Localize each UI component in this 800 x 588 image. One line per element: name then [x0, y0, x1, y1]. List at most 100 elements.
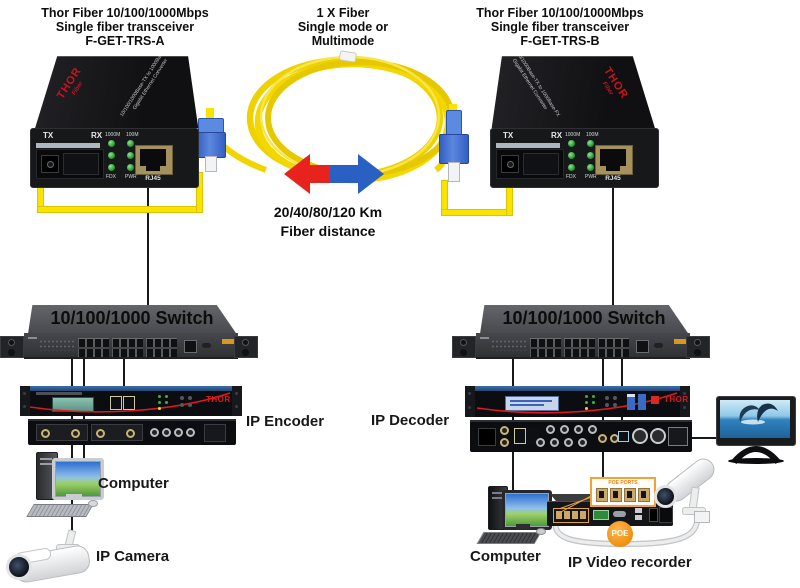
- lcd-text-line: [510, 400, 552, 402]
- pwr-label: PWR: [125, 174, 137, 180]
- fiber-port-label-strip: [36, 143, 100, 148]
- switch-left-top: 10/100/1000 Switch: [28, 305, 236, 333]
- fiber-port-hole: [507, 161, 514, 168]
- led: [108, 140, 115, 147]
- rack-ear: [0, 336, 24, 358]
- transceiver-b-title-line3: F-GET-TRS-B: [520, 34, 600, 48]
- power-switch: [649, 508, 658, 522]
- bnc-connector: [150, 428, 159, 437]
- unit-blue-edge: [465, 386, 690, 391]
- bnc-connector: [162, 428, 171, 437]
- ip-encoder-label: IP Encoder: [246, 413, 325, 430]
- monitor-screen: [720, 400, 790, 438]
- screw-holes: [242, 339, 249, 346]
- port-group: [146, 338, 177, 358]
- mouse: [88, 500, 98, 507]
- fiber-title-line2: Single mode or: [297, 20, 389, 34]
- bnc-connector: [560, 425, 569, 434]
- drive-bays: [40, 458, 52, 460]
- switch-right: 10/100/1000 Switch: [452, 300, 710, 360]
- poe-port: [638, 488, 650, 502]
- computer-left-image: [8, 450, 104, 522]
- db9-port: [613, 511, 626, 517]
- status-leds: [585, 395, 588, 398]
- option-cards: [627, 394, 635, 410]
- encoder-front-unit: THOR: [20, 386, 242, 416]
- switch-left-front: [24, 333, 238, 359]
- computer-left-label: Computer: [98, 475, 169, 492]
- keyboard: [476, 532, 542, 544]
- fdx-label: FDX: [106, 174, 116, 180]
- cable-tie: [339, 50, 357, 63]
- media-converter-a-top: THOR Fiber 10/100/1000Base-TX to 1000Bas…: [35, 56, 199, 128]
- side-text-line1: 10/100/1000Base-TX to 1000Base-FX: [509, 43, 562, 118]
- screw-hole: [683, 406, 686, 409]
- sc-body: [196, 132, 226, 158]
- nav-buttons: [180, 396, 184, 400]
- fiber-jumper-a-across: [37, 206, 203, 213]
- bnc-connector: [578, 438, 587, 447]
- camera-junction-box: [694, 511, 710, 523]
- switch-logo: [480, 337, 489, 339]
- screw-hole: [235, 405, 238, 408]
- pwr-label: PWR: [585, 174, 597, 180]
- nav-buttons: [605, 396, 609, 400]
- rx-label: RX: [551, 131, 563, 140]
- ip-camera-image: [4, 529, 99, 586]
- mouse: [536, 528, 546, 535]
- rj45-port: [135, 145, 173, 175]
- bnc-connector: [41, 429, 50, 438]
- transceiver-a-title: Thor Fiber 10/100/1000Mbps Single fiber …: [25, 6, 225, 48]
- module-slot: [91, 424, 143, 441]
- rack-ear: [234, 336, 258, 358]
- rj45-jack: [140, 149, 166, 166]
- screw-hole: [235, 392, 238, 395]
- screw-hole: [23, 405, 26, 408]
- switch-led-grid: [39, 339, 75, 351]
- switch-left-label: 10/100/1000 Switch: [50, 308, 214, 328]
- encoder-rj45-port: [110, 396, 122, 410]
- power-inlet: [668, 427, 688, 446]
- side-text-line2: Gigabit Ethernet Converter: [511, 57, 549, 111]
- port-group: [112, 338, 143, 358]
- poe-port: [610, 488, 622, 502]
- led: [127, 164, 134, 171]
- ip-video-recorder-label: IP Video recorder: [568, 554, 692, 571]
- power-inlet: [204, 424, 226, 442]
- camera-lens: [654, 485, 677, 508]
- fiber-cable-title: 1 X Fiber Single mode or Multimode: [268, 6, 418, 48]
- bnc-connector: [71, 429, 80, 438]
- fiber-jumper-b-up: [506, 184, 513, 216]
- status-leds: [158, 395, 161, 398]
- thor-logo: THOR: [664, 395, 689, 404]
- poe-port: [596, 488, 608, 502]
- red-swoosh: [29, 392, 231, 413]
- bnc-connector: [550, 438, 559, 447]
- side-text-line1: 10/100/1000Base-TX to 1000Base-FX: [118, 43, 171, 118]
- fiber-jumper-a-down: [37, 184, 44, 213]
- uplink-port: [184, 340, 197, 353]
- switch-right-top: 10/100/1000 Switch: [480, 305, 688, 333]
- fiber-jumper-b-across: [441, 209, 513, 216]
- transceiver-a-title-line1: Thor Fiber 10/100/1000Mbps: [41, 6, 209, 20]
- unit-edge: [28, 419, 236, 421]
- encoder-rj45-port: [123, 396, 135, 410]
- transceiver-a-title-line3: F-GET-TRS-A: [85, 34, 165, 48]
- ip-camera-label: IP Camera: [96, 548, 170, 565]
- bnc-connector: [186, 428, 195, 437]
- led-100m-label: 100M: [586, 132, 599, 138]
- switch-right-label: 10/100/1000 Switch: [502, 308, 666, 328]
- fiber-port-housing: [63, 153, 99, 175]
- poe-badge: POE: [607, 521, 633, 547]
- unit-blue-edge: [20, 386, 242, 391]
- poe-ports-callout: POE PORTS: [590, 477, 656, 507]
- module-slot: [36, 424, 88, 441]
- wire-switch-to-ip-camera: [71, 357, 73, 534]
- converter-side-text: 10/100/1000Base-TX to 1000Base-FX Gigabi…: [116, 43, 179, 126]
- rj45-tab: [606, 166, 620, 171]
- port-group: [530, 338, 561, 358]
- encoder-rear-unit: [28, 419, 236, 445]
- rack-ear: [232, 386, 242, 416]
- bnc-connector: [126, 429, 135, 438]
- sc-body: [439, 134, 469, 164]
